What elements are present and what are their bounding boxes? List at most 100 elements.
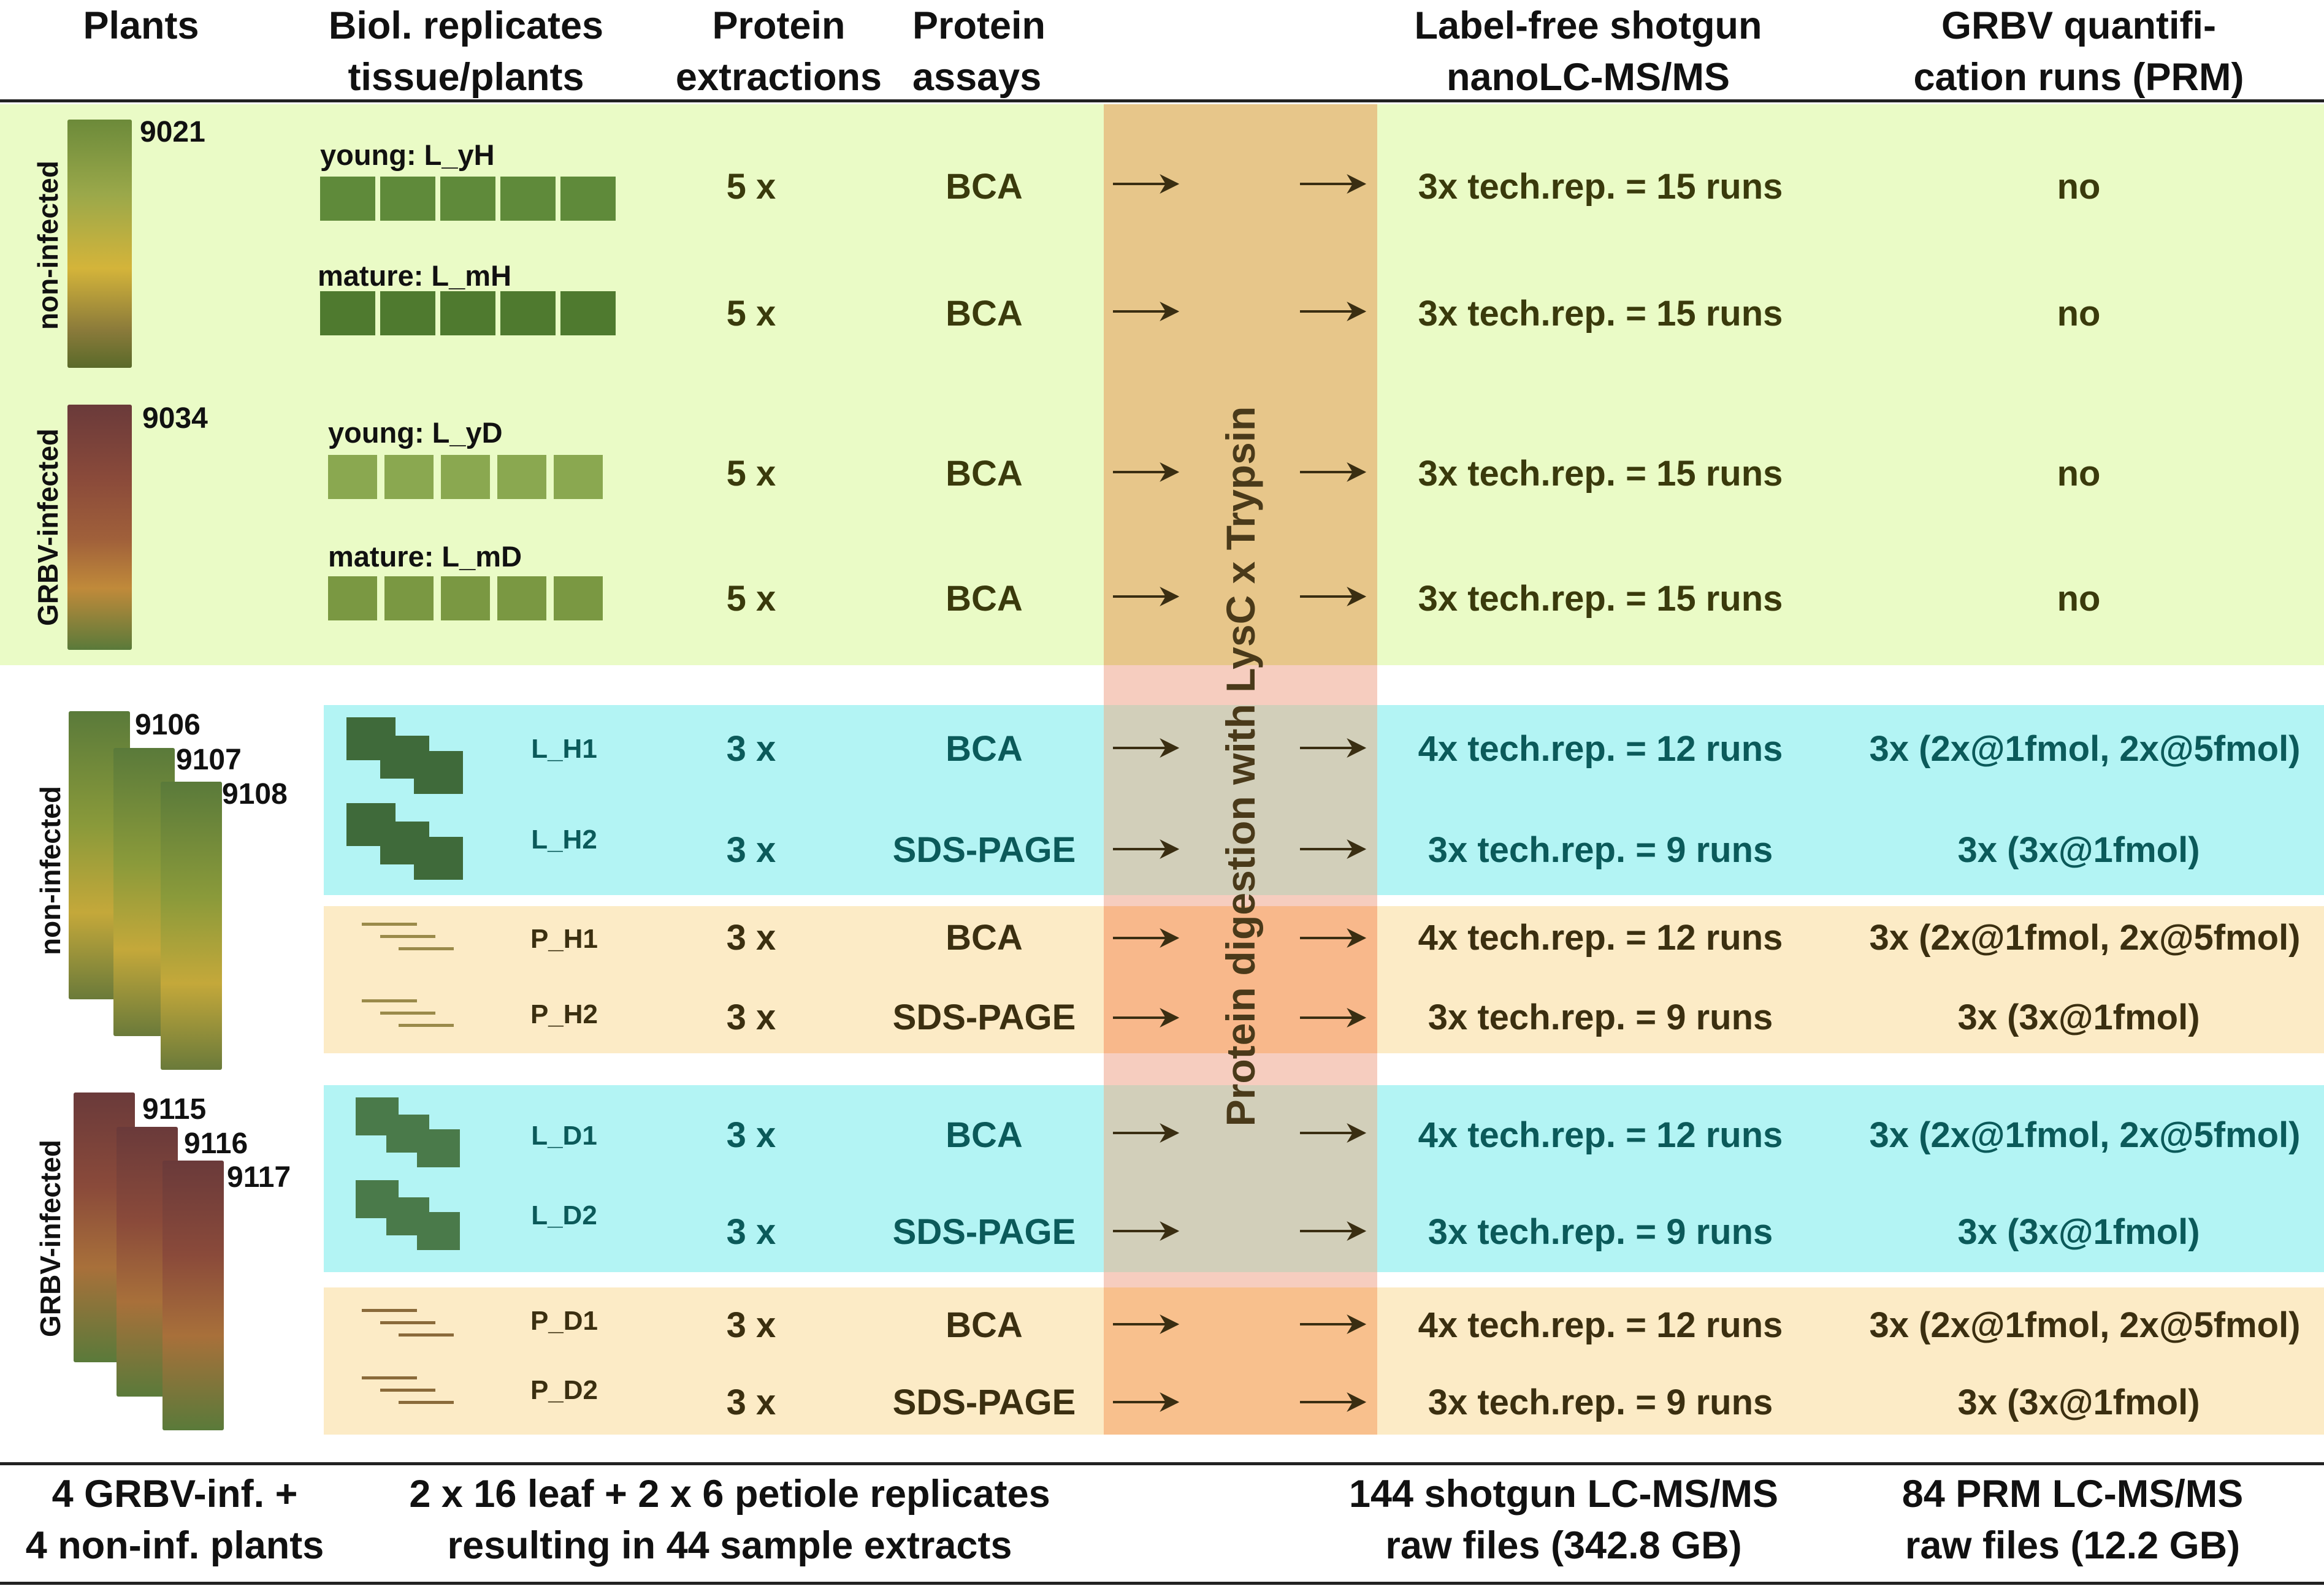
leaf-thumbnail	[380, 291, 435, 335]
digestion-overlay-pet-h	[1104, 906, 1377, 1053]
plant-image-9034	[67, 405, 132, 650]
plant-image-9108	[161, 782, 222, 1070]
leaf-thumbnail	[497, 455, 546, 499]
g2-row7-prm: 3x (2x@1fmol, 2x@5fmol)	[1869, 1305, 2301, 1345]
petiole-stick	[380, 1321, 435, 1324]
leaf-thumbnail	[328, 455, 377, 499]
leaf-thumbnail	[560, 291, 616, 335]
g1-row3-extraction: 5 x	[726, 454, 776, 494]
g1-row1-assay: BCA	[946, 167, 1023, 207]
plant-id-9034: 9034	[142, 402, 208, 435]
petiole-stick	[362, 1376, 417, 1379]
petiole-sticks-ph2	[362, 999, 454, 1030]
petiole-stick	[380, 1012, 435, 1015]
footer-rule-bottom	[0, 1582, 2324, 1585]
leaf-thumbs-young-d	[328, 455, 622, 499]
leaf-thumbnail	[328, 576, 377, 620]
g1-row3-assay: BCA	[946, 454, 1023, 494]
g2-row7-tissue: P_D1	[530, 1306, 598, 1336]
leaf-thumbnail	[500, 291, 556, 335]
g2-row6-assay: SDS-PAGE	[892, 1212, 1076, 1252]
plant-image-9021	[67, 120, 132, 368]
g2-row3-shotgun: 4x tech.rep. = 12 runs	[1418, 918, 1783, 958]
g2-row6-tissue: L_D2	[531, 1200, 597, 1230]
tissue-label-young-h: young: L_yH	[320, 139, 495, 171]
g2-row5-assay: BCA	[946, 1115, 1023, 1155]
g2-row5-extraction: 3 x	[726, 1115, 776, 1155]
g2-row7-assay: BCA	[946, 1305, 1023, 1345]
plant-id-9108: 9108	[222, 778, 288, 810]
g2-row4-assay: SDS-PAGE	[892, 997, 1076, 1037]
plant-id-9117: 9117	[227, 1161, 291, 1194]
g2-row4-extraction: 3 x	[726, 997, 776, 1037]
petiole-sticks-pd1	[362, 1309, 454, 1340]
g1-row2-extraction: 5 x	[726, 294, 776, 334]
g1-row1-prm: no	[2057, 167, 2101, 207]
g2-row8-shotgun: 3x tech.rep. = 9 runs	[1428, 1382, 1773, 1422]
leaf-stack-ld1	[356, 1097, 478, 1171]
footer-plants: 4 GRBV-inf. +4 non-inf. plants	[25, 1473, 324, 1567]
leaf-thumbs-mature-h	[320, 291, 616, 335]
g2-row5-tissue: L_D1	[531, 1121, 597, 1151]
leaf-thumbnail	[414, 751, 463, 794]
g1-row2-assay: BCA	[946, 294, 1023, 334]
g2-row1-extraction: 3 x	[726, 729, 776, 769]
g2-row5-shotgun: 4x tech.rep. = 12 runs	[1418, 1115, 1783, 1155]
g2-row8-assay: SDS-PAGE	[892, 1382, 1076, 1422]
g2-row3-assay: BCA	[946, 918, 1023, 958]
leaf-thumbnail	[380, 177, 435, 221]
digestion-overlay-leaf-d	[1104, 1085, 1377, 1272]
g2-row3-prm: 3x (2x@1fmol, 2x@5fmol)	[1869, 918, 2301, 958]
leaf-thumbnail	[554, 455, 603, 499]
leaf-thumbnail	[384, 455, 434, 499]
leaf-stack-ld2	[356, 1180, 478, 1254]
plant-id-9107: 9107	[176, 744, 242, 776]
leaf-stack-lh1	[346, 717, 481, 797]
g2-row4-tissue: P_H2	[530, 999, 598, 1029]
leaf-thumbnail	[417, 1129, 460, 1167]
g2-row8-extraction: 3 x	[726, 1382, 776, 1422]
petiole-stick	[399, 947, 454, 950]
g1-row3-shotgun: 3x tech.rep. = 15 runs	[1418, 454, 1783, 494]
g2-row6-extraction: 3 x	[726, 1212, 776, 1252]
leaf-thumbnail	[414, 837, 463, 880]
g1-row4-extraction: 5 x	[726, 579, 776, 619]
tissue-label-mature-h: mature: L_mH	[318, 259, 512, 292]
petiole-stick	[399, 1401, 454, 1404]
leaf-thumbnail	[320, 291, 375, 335]
g2-row2-extraction: 3 x	[726, 830, 776, 870]
petiole-stick	[380, 935, 435, 938]
petiole-stick	[380, 1389, 435, 1392]
g2-row1-assay: BCA	[946, 729, 1023, 769]
petiole-sticks-pd2	[362, 1376, 454, 1407]
g1-row2-shotgun: 3x tech.rep. = 15 runs	[1418, 294, 1783, 334]
g2-row5-prm: 3x (2x@1fmol, 2x@5fmol)	[1869, 1115, 2301, 1155]
leaf-thumbnail	[440, 291, 495, 335]
header-grbv-prm: GRBV quantifi-cation runs (PRM)	[1913, 4, 2244, 99]
petiole-stick	[362, 1309, 417, 1312]
g2-row6-shotgun: 3x tech.rep. = 9 runs	[1428, 1212, 1773, 1252]
plant-id-9116: 9116	[184, 1127, 248, 1160]
g2-row1-prm: 3x (2x@1fmol, 2x@5fmol)	[1869, 729, 2301, 769]
g2-row8-tissue: P_D2	[530, 1375, 598, 1405]
g2-row7-extraction: 3 x	[726, 1305, 776, 1345]
digestion-column	[1104, 104, 1377, 665]
g2-row3-extraction: 3 x	[726, 918, 776, 958]
footer-rule-top	[0, 1462, 2324, 1465]
g1-row4-prm: no	[2057, 579, 2101, 619]
leaf-stack-lh2	[346, 803, 481, 883]
g2-row2-tissue: L_H2	[531, 825, 597, 855]
tissue-label-young-d: young: L_yD	[328, 416, 503, 449]
plant-id-9021: 9021	[140, 116, 205, 148]
petiole-sticks-ph1	[362, 923, 454, 953]
petiole-stick	[399, 1333, 454, 1337]
leaf-thumbnail	[440, 177, 495, 221]
digestion-overlay-pet-d	[1104, 1287, 1377, 1435]
g2-row2-assay: SDS-PAGE	[892, 830, 1076, 870]
g2-row1-tissue: L_H1	[531, 734, 597, 764]
g2-row8-prm: 3x (3x@1fmol)	[1957, 1382, 2200, 1422]
leaf-thumbs-mature-d	[328, 576, 622, 620]
